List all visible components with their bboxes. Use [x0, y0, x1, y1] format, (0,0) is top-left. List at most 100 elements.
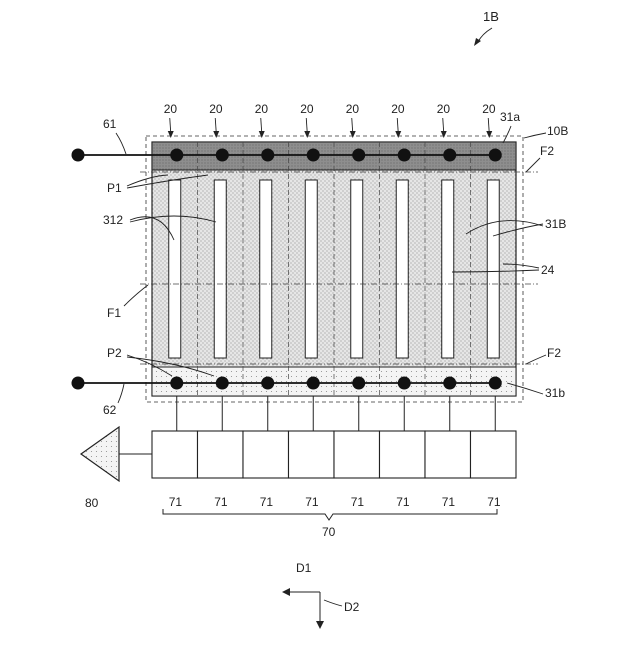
top-wire-leader — [116, 133, 126, 154]
finger-opening — [442, 180, 454, 358]
cell-label-arrow — [397, 118, 398, 133]
unit-label: 71 — [169, 495, 183, 509]
unit-label: 71 — [214, 495, 228, 509]
unit-group-brace — [163, 509, 497, 520]
bottom-wire-leader — [118, 384, 124, 403]
top-contact-dot — [307, 149, 320, 162]
top-contact-dot — [489, 149, 502, 162]
cell-label: 20 — [300, 102, 314, 116]
cell-label: 20 — [209, 102, 223, 116]
bottom-contact-dot — [261, 377, 274, 390]
unit-box — [198, 431, 244, 478]
cell-label: 20 — [391, 102, 405, 116]
region-bottom-label: P2 — [107, 346, 122, 360]
cell-label-arrowhead — [395, 131, 401, 138]
direction-leader — [324, 600, 342, 606]
cell-label-arrowhead — [304, 131, 310, 138]
unit-label: 71 — [396, 495, 410, 509]
unit-row: 71 71 71 71 71 71 71 71 — [152, 396, 516, 509]
figure-label: 1B — [483, 9, 499, 24]
direction-down-label: D2 — [344, 600, 360, 614]
top-contact-dot — [216, 149, 229, 162]
middle-line-leader — [124, 285, 148, 306]
bottom-wire-label: 62 — [103, 403, 117, 417]
bottom-contact-dot — [216, 377, 229, 390]
top-wire-label: 61 — [103, 117, 117, 131]
cell-label-arrowhead — [350, 131, 356, 138]
direction-up-label: D1 — [296, 561, 312, 575]
finger-opening — [305, 180, 317, 358]
cell-label-arrow — [488, 118, 489, 133]
unit-box — [425, 431, 471, 478]
cell-label-arrowhead — [213, 131, 219, 138]
top-strip-leader — [503, 126, 511, 143]
cell-labels: 20 20 20 20 20 20 20 20 — [164, 102, 496, 138]
unit-box — [243, 431, 289, 478]
panel-body — [152, 142, 516, 396]
cell-label: 20 — [164, 102, 178, 116]
top-boundary-leader — [526, 158, 540, 172]
cell-label: 20 — [255, 102, 269, 116]
cell-label-arrowhead — [486, 131, 492, 138]
cell-label-arrowhead — [168, 131, 174, 138]
bottom-boundary-label: F2 — [547, 346, 561, 360]
module-leader — [524, 133, 546, 138]
unit-label: 71 — [305, 495, 319, 509]
top-contact-dot — [398, 149, 411, 162]
bottom-strip-label: 31b — [545, 386, 565, 400]
finger-opening — [487, 180, 499, 358]
unit-label: 71 — [442, 495, 456, 509]
cell-label-arrow — [306, 118, 307, 133]
region-top-label: P1 — [107, 181, 122, 195]
figure-label-leader — [478, 28, 492, 42]
bottom-contact-dot — [352, 377, 365, 390]
unit-label: 71 — [260, 495, 274, 509]
unit-box — [380, 431, 426, 478]
middle-line-label: F1 — [107, 306, 121, 320]
unit-box — [289, 431, 335, 478]
finger-opening — [214, 180, 226, 358]
cell-label-arrowhead — [441, 131, 447, 138]
top-contact-dot — [261, 149, 274, 162]
finger-opening — [260, 180, 272, 358]
bottom-contact-dot — [489, 377, 502, 390]
cell-label-arrow — [352, 118, 353, 133]
top-contact-dot — [443, 149, 456, 162]
bottom-contact-dot — [307, 377, 320, 390]
bottom-contact-dot — [443, 377, 456, 390]
top-contact-dot — [352, 149, 365, 162]
finger-label: 31B — [545, 217, 566, 231]
unit-box — [471, 431, 517, 478]
cell-label-arrow — [215, 118, 216, 133]
bottom-contact-dot — [170, 377, 183, 390]
module-label: 10B — [547, 124, 568, 138]
bottom-wire-terminal — [72, 377, 85, 390]
direction-left-arrowhead — [282, 588, 290, 596]
finger-opening — [169, 180, 181, 358]
separator-label: 24 — [541, 263, 555, 277]
cell-label: 20 — [437, 102, 451, 116]
cell-label: 20 — [346, 102, 360, 116]
finger-opening — [396, 180, 408, 358]
cell-label-arrow — [261, 118, 262, 133]
top-wire-terminal — [72, 149, 85, 162]
finger-opening — [351, 180, 363, 358]
top-strip-label: 31a — [500, 110, 520, 124]
bottom-boundary-leader — [526, 355, 546, 364]
converter-triangle — [81, 427, 119, 481]
unit-label: 71 — [487, 495, 501, 509]
cell-label: 20 — [482, 102, 496, 116]
unit-box — [334, 431, 380, 478]
converter-label: 80 — [85, 496, 99, 510]
bottom-contact-dot — [398, 377, 411, 390]
unit-group-label: 70 — [322, 525, 336, 539]
opening-label: 312 — [103, 213, 123, 227]
direction-down-arrowhead — [316, 621, 324, 629]
cell-label-arrow — [443, 118, 444, 133]
top-boundary-label: F2 — [540, 144, 554, 158]
top-contact-dot — [170, 149, 183, 162]
unit-label: 71 — [351, 495, 365, 509]
cell-label-arrowhead — [259, 131, 265, 138]
